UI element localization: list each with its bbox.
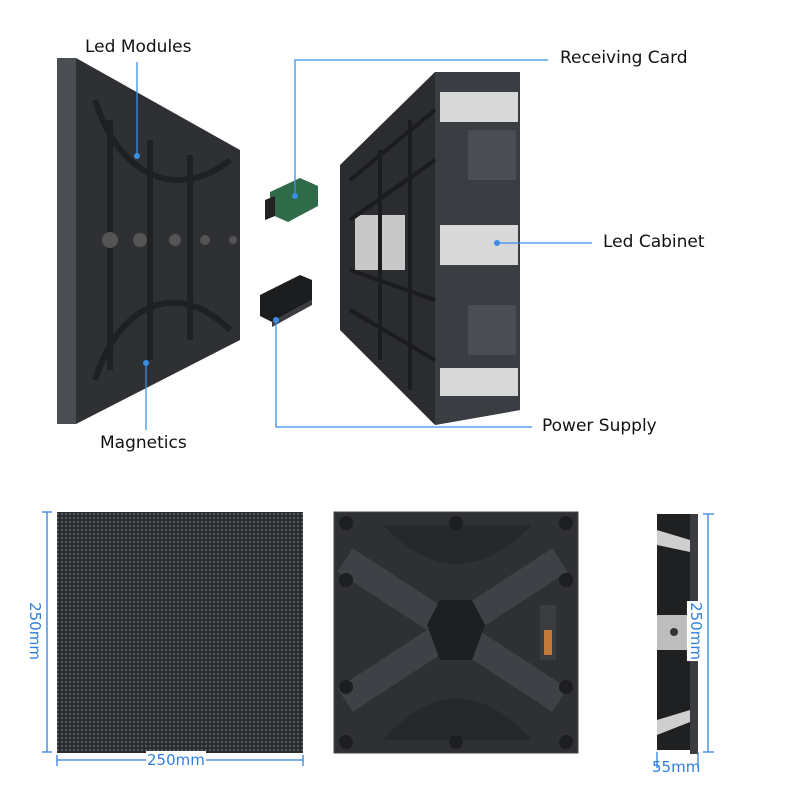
label-led-modules: Led Modules: [85, 37, 192, 57]
dim-line-side-height: [703, 513, 714, 753]
leader-receiving-card: [294, 59, 548, 196]
label-receiving-card: Receiving Card: [560, 48, 688, 68]
dot-power-supply: [273, 317, 279, 323]
power-supply-image: [260, 275, 312, 327]
dim-line-side-depth: [656, 752, 699, 768]
dim-front-width: 250mm: [146, 751, 206, 769]
receiving-card-image: [265, 178, 318, 222]
leader-lines: [136, 59, 592, 430]
leader-power-supply: [275, 320, 532, 428]
front-led-panel: [57, 512, 303, 753]
label-magnetics: Magnetics: [100, 433, 187, 453]
label-led-cabinet: Led Cabinet: [603, 232, 705, 252]
dot-receiving-card: [292, 193, 298, 199]
led-module-image: [57, 58, 240, 424]
dim-side-depth: 55mm: [652, 758, 701, 776]
back-panel-image: [333, 511, 579, 754]
label-power-supply: Power Supply: [542, 416, 657, 436]
led-cabinet-image: [340, 72, 520, 425]
dim-line-front-height: [42, 511, 52, 753]
dot-magnetics: [143, 360, 149, 366]
dim-side-height: 250mm: [686, 601, 705, 661]
dim-front-height: 250mm: [25, 601, 44, 661]
dot-led-modules: [134, 153, 140, 159]
dot-led-cabinet: [494, 240, 500, 246]
